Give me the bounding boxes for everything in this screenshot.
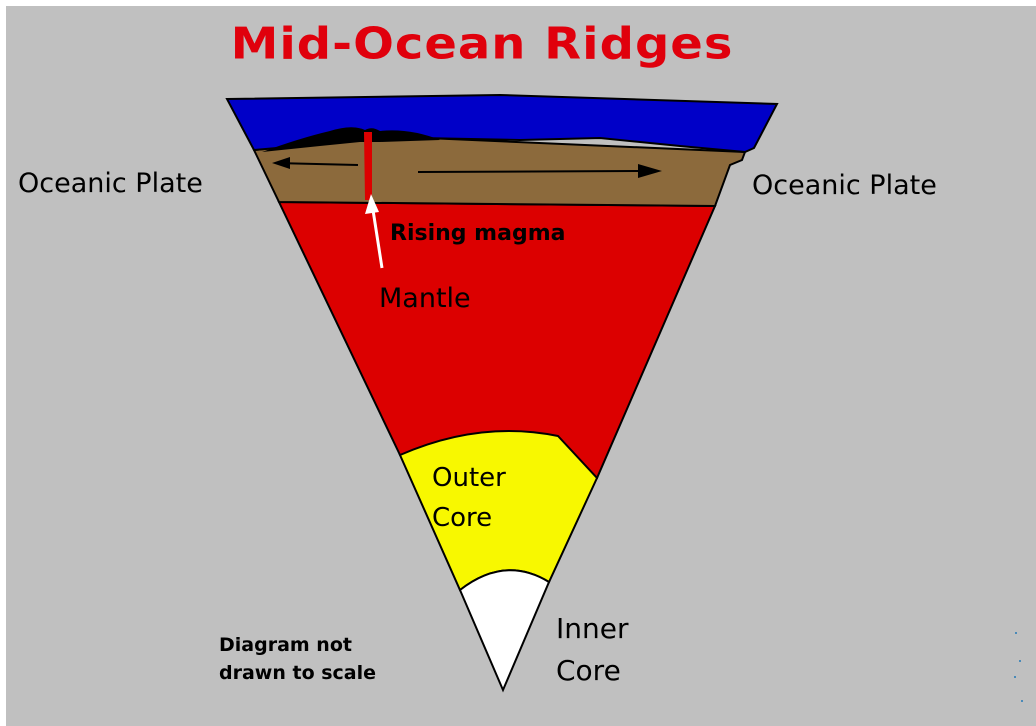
outer-core-label: Outer Core <box>432 458 506 538</box>
inner-core-label-line1: Inner <box>556 608 629 650</box>
speckle-dots <box>1014 632 1023 702</box>
inner-core-label: Inner Core <box>556 608 629 692</box>
scale-note-line1: Diagram not <box>219 631 376 659</box>
inner-core-label-line2: Core <box>556 650 629 692</box>
inner-core-layer <box>460 570 549 690</box>
oceanic-plate-right-label: Oceanic Plate <box>752 170 937 201</box>
diagram-title: Mid-Ocean Ridges <box>0 19 964 69</box>
scale-note: Diagram not drawn to scale <box>219 631 376 687</box>
outer-core-label-line1: Outer <box>432 458 506 498</box>
outer-core-label-line2: Core <box>432 498 506 538</box>
oceanic-plate-left-label: Oceanic Plate <box>18 168 203 199</box>
magma-conduit <box>364 132 372 200</box>
scale-note-line2: drawn to scale <box>219 659 376 687</box>
rising-magma-label: Rising magma <box>390 221 565 246</box>
mantle-label: Mantle <box>379 283 471 314</box>
